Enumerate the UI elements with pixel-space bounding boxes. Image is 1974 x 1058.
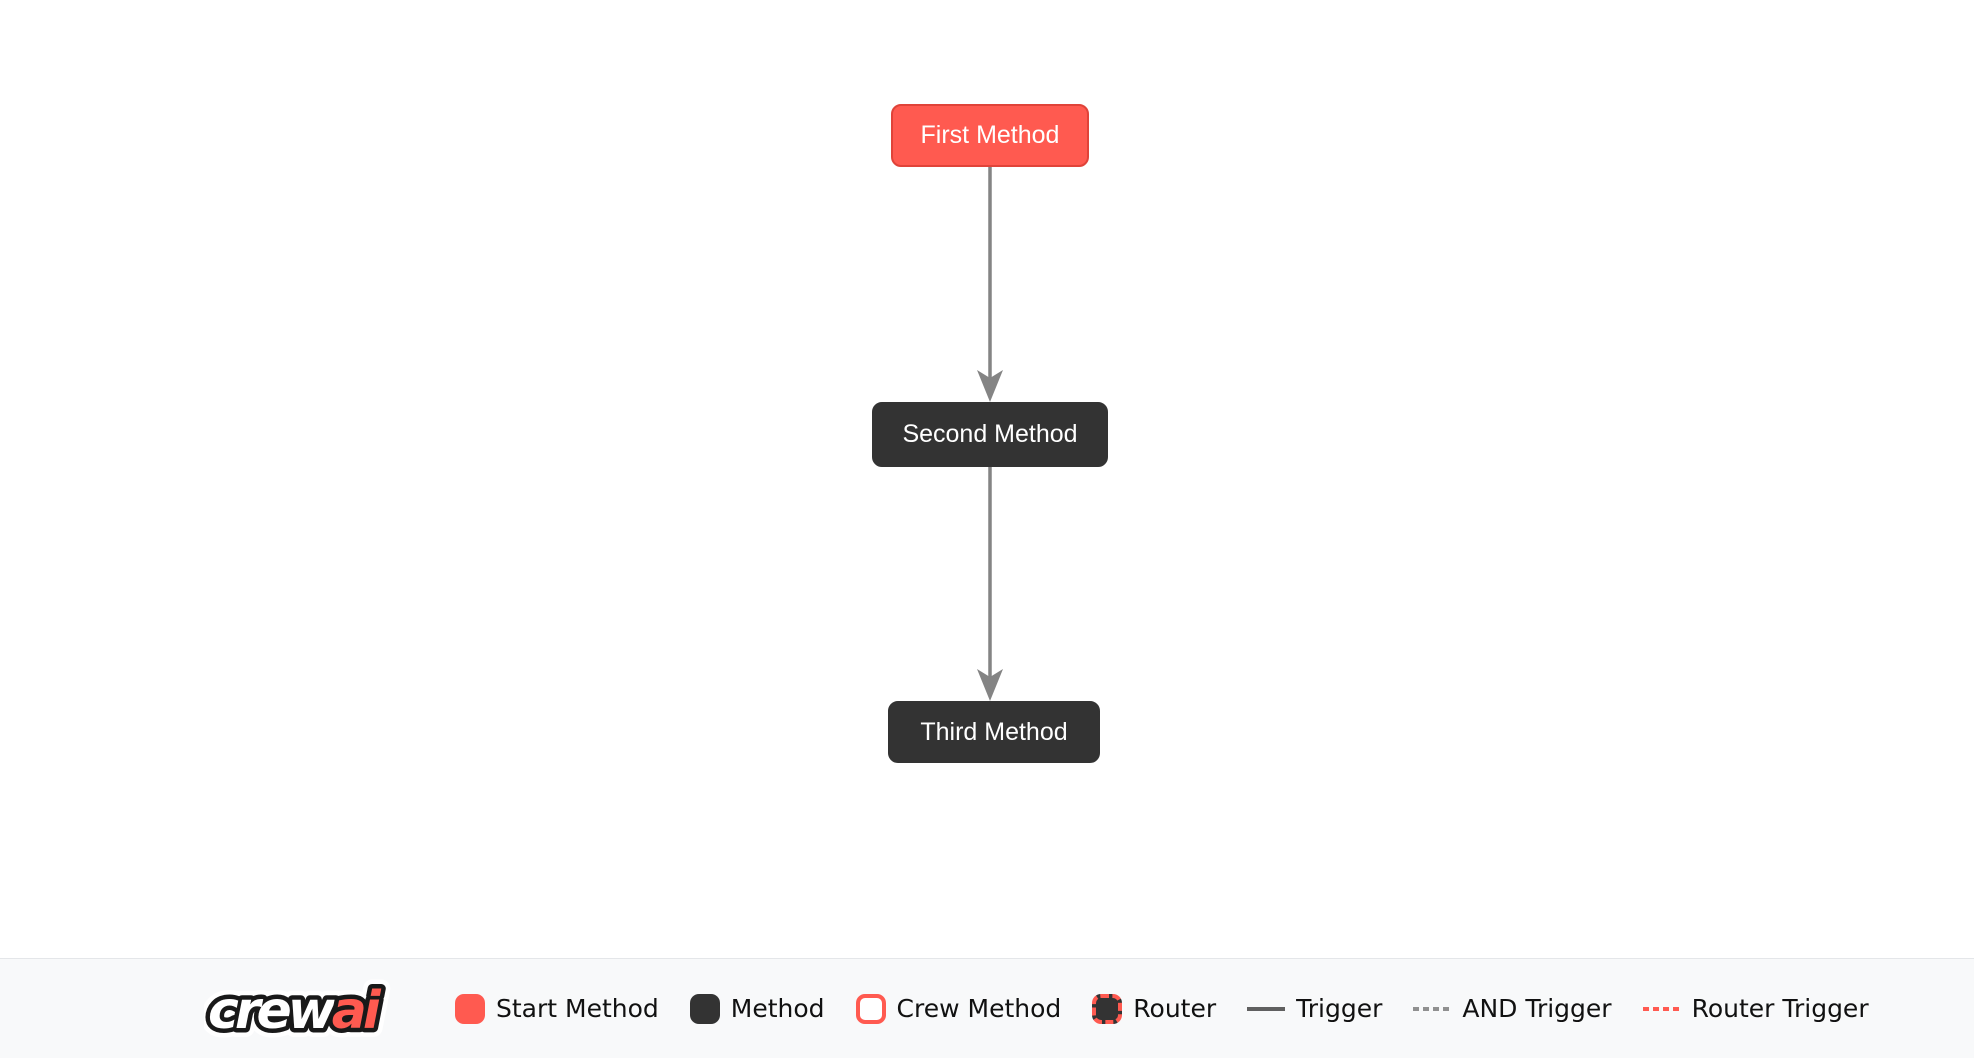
node-label: Second Method [902, 420, 1078, 448]
node-first-method[interactable]: First Method [891, 104, 1089, 167]
crew-method-swatch-icon [855, 993, 886, 1024]
legend-label: Crew Method [896, 994, 1062, 1023]
node-label: First Method [920, 121, 1060, 149]
logo-crew: crew [208, 981, 337, 1041]
legend-item-crew-method: Crew Method [855, 993, 1062, 1024]
logo-ai: ai [332, 981, 382, 1041]
legend-label: Trigger [1296, 994, 1383, 1023]
node-second-method[interactable]: Second Method [872, 402, 1108, 467]
legend-item-and-trigger: AND Trigger [1413, 994, 1612, 1023]
edge-arrowhead-icon [977, 669, 1003, 701]
legend-item-router-trigger: Router Trigger [1642, 994, 1869, 1023]
edge-layer [977, 167, 1003, 701]
legend-label: AND Trigger [1462, 994, 1612, 1023]
flow-canvas[interactable]: First Method Second Method Third Method [0, 0, 1974, 958]
edge-arrowhead-icon [977, 370, 1003, 402]
node-third-method[interactable]: Third Method [888, 701, 1100, 763]
legend-label: Start Method [496, 994, 659, 1023]
node-label: Third Method [920, 717, 1068, 746]
crewai-logo: crewai crewai [204, 972, 395, 1050]
legend-item-start-method: Start Method [455, 993, 659, 1024]
start-method-swatch-icon [455, 993, 485, 1024]
router-swatch-icon [1092, 993, 1123, 1024]
trigger-line-icon [1247, 1006, 1286, 1011]
edge-second-to-third [977, 467, 1003, 701]
legend-item-router: Router [1092, 993, 1217, 1024]
legend-items: Start Method Method Crew Method Router T… [455, 993, 1869, 1024]
legend-bar: crewai crewai Start Method Method Crew M… [0, 958, 1974, 1058]
logo-text: crewai [208, 981, 382, 1041]
edge-first-to-second [977, 167, 1003, 402]
legend-item-method: Method [689, 993, 825, 1024]
legend-label: Method [730, 994, 825, 1023]
and-trigger-line-icon [1413, 1006, 1452, 1011]
method-swatch-icon [689, 993, 720, 1024]
router-trigger-line-icon [1642, 1006, 1681, 1011]
legend-item-trigger: Trigger [1247, 994, 1382, 1023]
legend-label: Router [1133, 994, 1217, 1023]
legend-label: Router Trigger [1691, 994, 1869, 1023]
